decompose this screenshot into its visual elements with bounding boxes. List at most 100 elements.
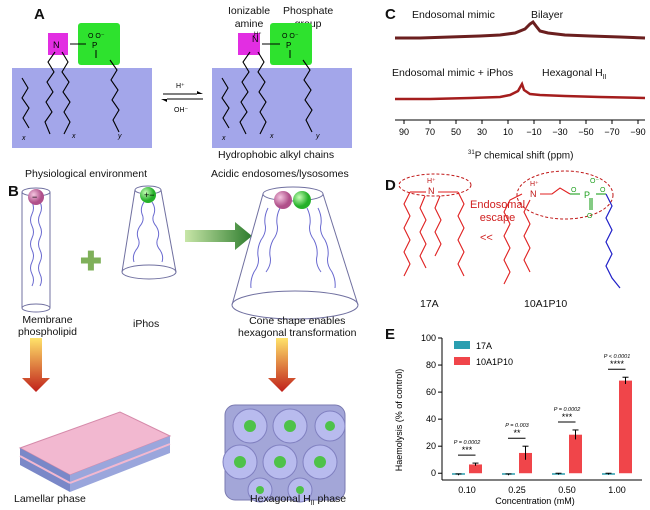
- nmr-tick-6: −30: [552, 127, 567, 137]
- escape-line2: escape: [479, 212, 516, 224]
- iphos-cone: +−: [121, 185, 177, 280]
- nmr-tick-3: 30: [477, 127, 487, 137]
- hexagonal-label: Hexagonal HII phase: [250, 493, 346, 507]
- down-arrow-left: [22, 338, 50, 392]
- cone-lipid-head: [274, 191, 292, 209]
- chart-e-pvalue-2: P = 0.0002: [554, 407, 581, 413]
- cone-caption-line1: Cone shape enables: [249, 315, 346, 327]
- nmr-bottom-left: Endosomal mimic + iPhos: [392, 67, 514, 79]
- ionizable-amine-label: Ionizable amine: [228, 5, 270, 31]
- nmr-axis-text: P chemical shift (ppm): [474, 150, 574, 162]
- physiological-label: Physiological environment: [25, 168, 147, 180]
- down-arrow-right: [268, 338, 296, 392]
- phosphate-oxygen-minus: O⁻: [590, 178, 599, 185]
- chart-e-legend-swatch-0: [454, 341, 470, 349]
- nmr-top-right: Bilayer: [531, 9, 564, 21]
- phospholipid-head: [28, 189, 44, 205]
- chart-e-xtick-label-1: 0.25: [508, 485, 526, 495]
- nmr-tick-5: −10: [526, 127, 541, 137]
- hexagonal-cone: [231, 186, 359, 320]
- phosphorus-atom: P: [584, 190, 590, 200]
- iphos-head: [140, 187, 156, 203]
- alkyl-chains-label: Hydrophobic alkyl chains: [218, 149, 335, 161]
- nmr-tick-2: 50: [451, 127, 461, 137]
- chart-e-stars-0: ***: [462, 445, 473, 455]
- chart-e-bar-10A1P10-2: [569, 434, 582, 474]
- left-phosphate-p: P: [92, 41, 97, 50]
- nmr-bottom-right-text: Hexagonal H: [542, 67, 603, 79]
- nmr-trace-top: [395, 20, 646, 40]
- right-ring: [516, 170, 614, 220]
- forward-reagent: H⁺: [176, 83, 185, 90]
- nmr-spectra: 90 70 50 30 10 −10 −30 −50 −70 −90: [395, 20, 646, 137]
- membrane-phospholipid-line1: Membrane: [22, 314, 73, 326]
- left-h-plus: H⁺: [427, 178, 436, 185]
- nmr-bottom-right: Hexagonal HII: [542, 67, 607, 81]
- panel-e-label: E: [385, 326, 396, 343]
- escape-label: Endosomal escape: [470, 199, 525, 225]
- panel-b-label: B: [8, 183, 19, 200]
- hexagonal-text: Hexagonal H: [250, 493, 311, 505]
- cone-caption: Cone shape enables hexagonal transformat…: [238, 315, 357, 339]
- hexagonal-sub: II: [310, 500, 315, 508]
- ionizable-amine-line1: Ionizable: [228, 5, 271, 17]
- chart-e-xtick-label-3: 1.00: [608, 485, 626, 495]
- left-n-atom: N: [53, 40, 60, 50]
- blue-chain: [605, 193, 621, 289]
- chart-e-stars-1: **: [513, 428, 521, 438]
- chart-e-bar-10A1P10-1: [519, 452, 532, 474]
- ionizable-amine-line2: amine: [234, 18, 264, 30]
- iphos-label: iPhos: [133, 318, 160, 330]
- left-sub-x1: x: [21, 135, 26, 142]
- compound-17a-label: 17A: [420, 298, 439, 310]
- chart-e-pvalue-0: P = 0.0002: [454, 440, 481, 446]
- panel-c-label: C: [385, 6, 396, 23]
- chart-e-xtick-label-2: 0.50: [558, 485, 576, 495]
- left-phosphate-o: O O⁻: [88, 33, 105, 40]
- left-amine-box: [48, 33, 68, 55]
- less-than-symbol: <<: [480, 232, 493, 244]
- panel-d-label: D: [385, 177, 396, 194]
- chart-e-xlabel: Concentration (mM): [495, 496, 575, 506]
- chart-e-ytick-label-3: 60: [426, 387, 436, 397]
- nmr-tick-0: 90: [399, 127, 409, 137]
- phosphate-group-line1: Phosphate: [283, 5, 334, 17]
- chart-e-stars-2: ***: [562, 412, 573, 422]
- plus-icon: ✚: [80, 246, 102, 276]
- membrane-phospholipid-label: Membrane phospholipid: [18, 314, 77, 338]
- haemolysis-chart: Haemolysis (% of control) Concentration …: [394, 333, 642, 506]
- left-membrane: [12, 68, 152, 148]
- right-amine-box: [238, 33, 260, 55]
- panel-b-diagram: − ✚ +−: [18, 185, 359, 503]
- nmr-axis-label: 31P chemical shift (ppm): [468, 150, 573, 161]
- iphos-charge: +−: [144, 190, 155, 200]
- reverse-reagent: OH⁻: [174, 107, 189, 114]
- compound-10a1p10-label: 10A1P10: [524, 298, 568, 310]
- nmr-top-left: Endosomal mimic: [412, 9, 495, 21]
- right-h-plus: H⁺: [530, 181, 539, 188]
- lamellar-slab: [18, 411, 172, 492]
- right-sub-x1: x: [221, 135, 226, 142]
- left-n: N: [428, 186, 435, 196]
- nmr-tick-4: 10: [503, 127, 513, 137]
- ester-oxygen-right: O: [600, 187, 606, 194]
- hexagonal-bundle: [222, 404, 346, 503]
- chart-e-ytick-label-1: 20: [426, 441, 436, 451]
- nmr-tick-8: −70: [604, 127, 619, 137]
- chart-e-xtick-label-0: 0.10: [458, 485, 476, 495]
- left-ring: [398, 173, 472, 197]
- nmr-tick-1: 70: [425, 127, 435, 137]
- nmr-axis-sup: 31: [468, 150, 475, 156]
- phosphate-oxygen-double: O: [587, 213, 593, 220]
- chart-e-ytick-label-2: 40: [426, 414, 436, 424]
- nmr-tick-9: −90: [630, 127, 645, 137]
- chart-e-ytick-label-4: 80: [426, 360, 436, 370]
- lamellar-label: Lamellar phase: [14, 493, 86, 505]
- chart-e-ytick-label-0: 0: [431, 468, 436, 478]
- ester-oxygen-left: O: [571, 187, 577, 194]
- panel-d-diagram: H⁺ N H⁺ N P O O⁻ O O: [398, 170, 621, 289]
- hexagonal-suffix: phase: [314, 493, 347, 505]
- right-sub-y: y: [315, 133, 320, 140]
- membrane-phospholipid-line2: phospholipid: [18, 326, 77, 338]
- phospholipid-charge: −: [32, 192, 37, 202]
